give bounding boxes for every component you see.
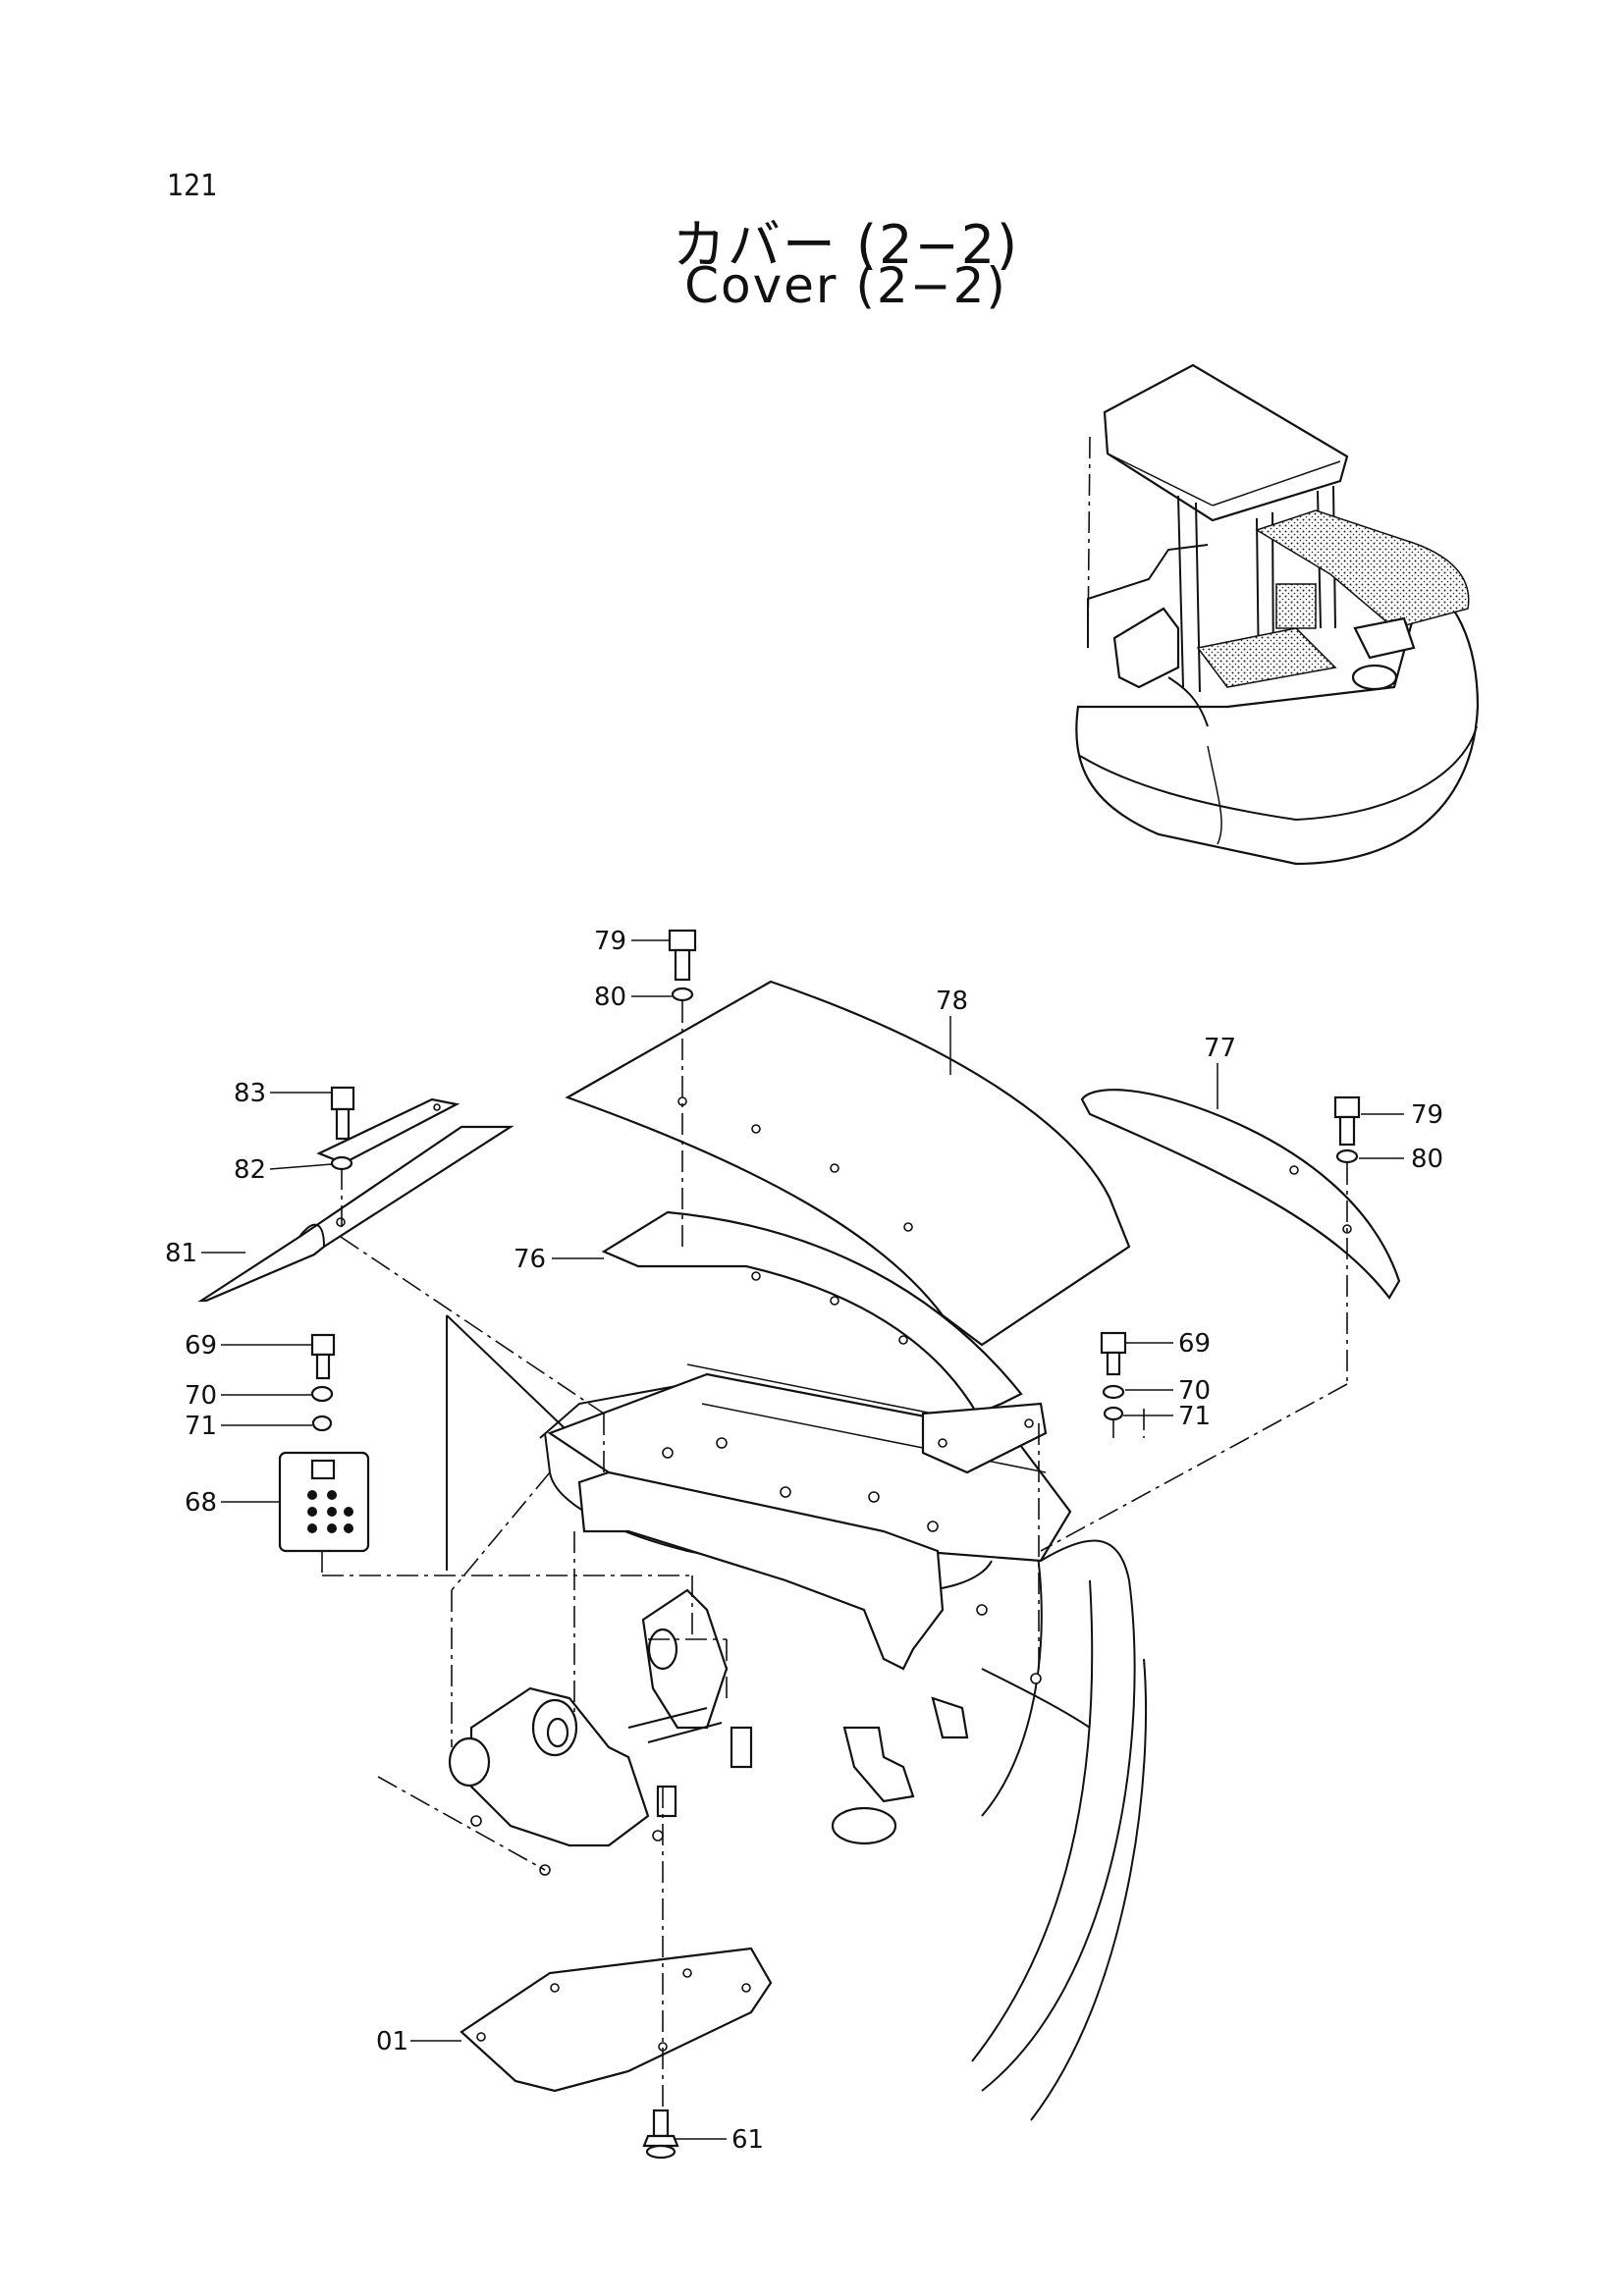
callout-69-left: 69 [185, 1331, 217, 1361]
page-title-english: Cover (2−2) [684, 257, 1007, 314]
callout-68: 68 [185, 1488, 217, 1518]
part-78-cover[interactable] [565, 980, 1131, 1347]
callout-77: 77 [1204, 1034, 1236, 1063]
part-71-washer-left[interactable] [311, 1415, 333, 1432]
part-69-bolt-left[interactable] [310, 1333, 336, 1380]
part-79-bolt-right[interactable] [1333, 1095, 1361, 1147]
part-80-washer-top[interactable] [671, 987, 694, 1002]
assembly-lines [321, 1001, 1348, 2110]
page-number: 121 [167, 169, 218, 203]
callout-71-left: 71 [185, 1412, 217, 1441]
upper-frame-illustration [446, 1314, 1148, 2121]
callout-79-top: 79 [594, 927, 626, 956]
callout-01: 01 [376, 2027, 408, 2056]
part-81-cover[interactable] [197, 1125, 514, 1303]
part-76-undercover[interactable] [601, 1210, 1048, 1474]
callout-76: 76 [514, 1245, 546, 1274]
part-61-bolt[interactable] [642, 2109, 679, 2160]
page-title-japanese: カバー (2−2) [672, 214, 1020, 276]
callout-labels: 79 80 78 77 79 80 83 82 81 76 69 70 71 6… [165, 927, 1443, 2155]
callout-69-right: 69 [1178, 1329, 1211, 1359]
part-01-cover-plate[interactable] [460, 1947, 773, 2093]
callout-81: 81 [165, 1239, 197, 1268]
callout-83: 83 [234, 1079, 266, 1108]
machine-overview-illustration [1075, 363, 1480, 866]
leader-lines [201, 939, 1404, 2140]
callout-70-right: 70 [1178, 1376, 1211, 1406]
callout-82: 82 [234, 1155, 266, 1185]
callout-78: 78 [936, 987, 968, 1016]
callout-61: 61 [731, 2125, 764, 2155]
callout-80-right: 80 [1411, 1145, 1443, 1174]
part-69-bolt-right[interactable] [1100, 1331, 1127, 1376]
part-83-bolt[interactable] [330, 1086, 355, 1171]
part-68-switch-box[interactable] [278, 1451, 370, 1553]
callout-79-right: 79 [1411, 1100, 1443, 1130]
part-80-washer-right[interactable] [1335, 1148, 1359, 1164]
part-70-lockwasher-right[interactable] [1102, 1384, 1125, 1400]
part-79-bolt-top[interactable] [668, 929, 697, 982]
callout-70-left: 70 [185, 1381, 217, 1411]
callout-80-top: 80 [594, 983, 626, 1012]
callout-71-right: 71 [1178, 1402, 1211, 1431]
part-71-washer-right[interactable] [1103, 1406, 1124, 1421]
part-70-lockwasher-left[interactable] [310, 1385, 334, 1403]
